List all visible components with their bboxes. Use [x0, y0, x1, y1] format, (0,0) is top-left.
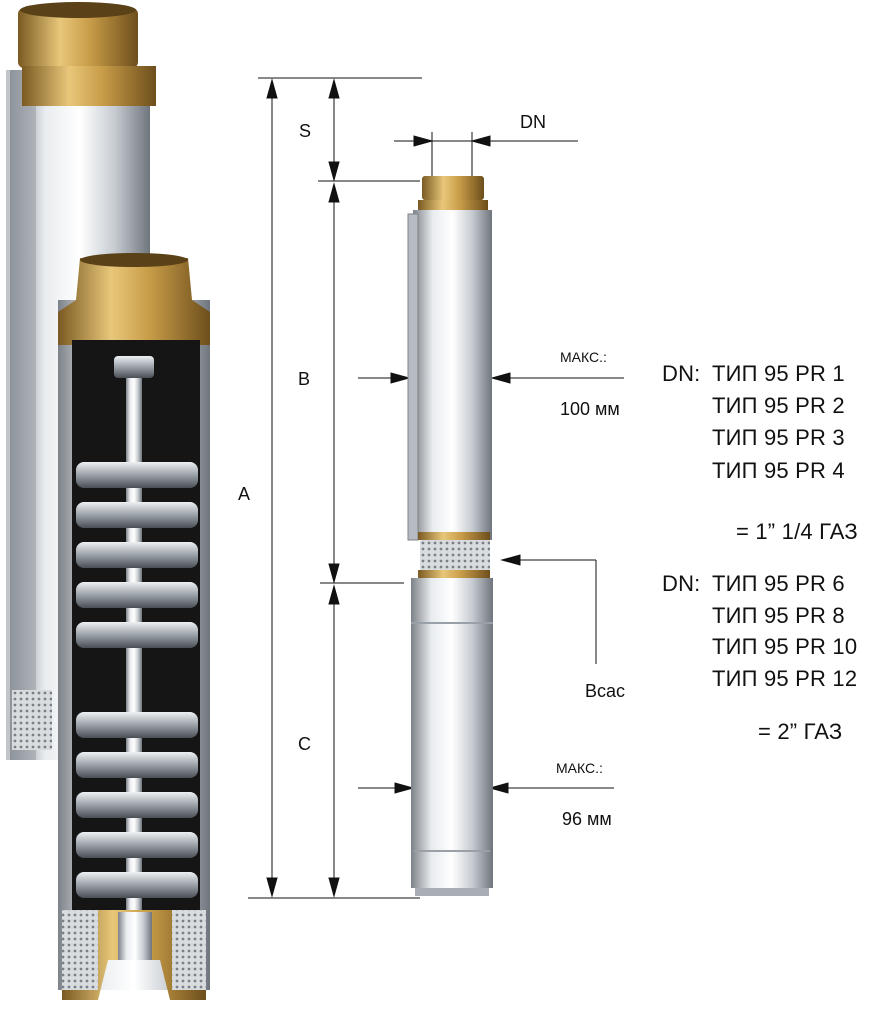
spec-group-2-type-1: ТИП 95 PR 6 — [712, 571, 845, 596]
spec-group-1-prefix: DN: — [662, 361, 701, 386]
spec-group-1-type-2: ТИП 95 PR 2 — [712, 393, 845, 418]
dimension-b-label: B — [298, 369, 311, 389]
upper-width-value: 100 мм — [560, 399, 620, 419]
dimension-c-label: C — [298, 734, 311, 754]
spec-group-2-connection: = 2” ГАЗ — [758, 719, 843, 744]
pump-side-view — [407, 176, 493, 896]
spec-group-2-type-4: ТИП 95 PR 12 — [712, 666, 858, 691]
intake-label: Всас — [585, 681, 626, 701]
spec-group-1-type-1: ТИП 95 PR 1 — [712, 361, 845, 386]
lower-width-label: МАКС.: — [556, 760, 603, 776]
spec-group-2-type-3: ТИП 95 PR 10 — [712, 634, 858, 659]
spec-group-1-type-3: ТИП 95 PR 3 — [712, 425, 845, 450]
cutaway-pump — [58, 253, 210, 1000]
dimension-s-label: S — [299, 121, 312, 141]
dimension-lines — [248, 77, 624, 899]
spec-group-1-type-4: ТИП 95 PR 4 — [712, 458, 845, 483]
dimension-a-label: A — [238, 484, 251, 504]
dimension-dn-label: DN — [520, 112, 546, 132]
lower-width-value: 96 мм — [562, 809, 612, 829]
spec-group-2-type-2: ТИП 95 PR 8 — [712, 603, 845, 628]
impeller-stages — [76, 462, 198, 898]
spec-group-1-connection: = 1” 1/4 ГАЗ — [736, 519, 858, 544]
spec-group-2-prefix: DN: — [662, 571, 701, 596]
upper-width-label: МАКС.: — [560, 349, 607, 365]
